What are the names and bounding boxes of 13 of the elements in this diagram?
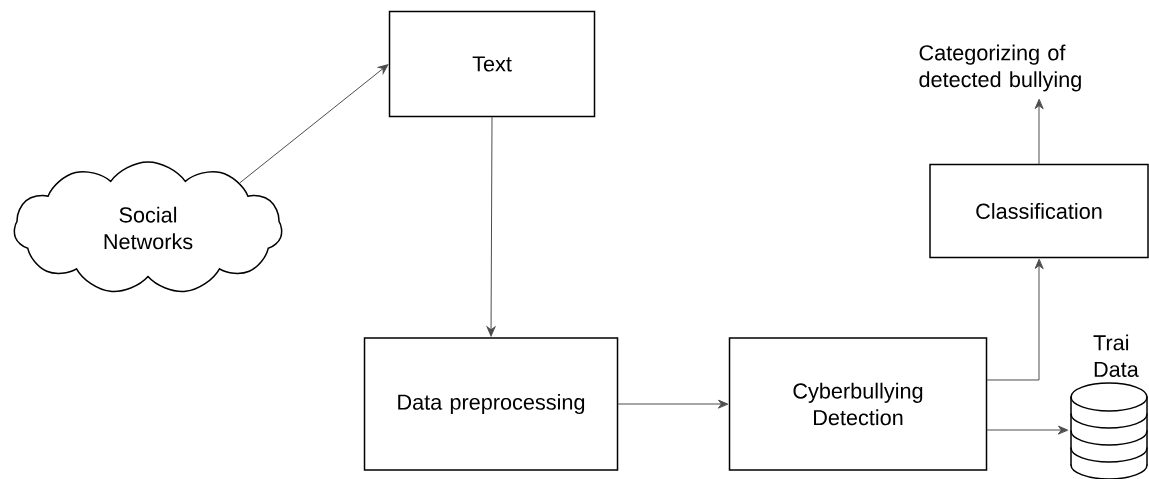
process-box: Classification: [929, 163, 1149, 259]
arrow: [239, 64, 389, 184]
database-cylinder: Trai Data: [1070, 334, 1148, 479]
arrow: [986, 425, 1068, 435]
arrow: [617, 399, 728, 409]
arrow: [486, 116, 496, 337]
process-box: Cyberbullying Detection: [728, 337, 988, 471]
arrow: [986, 259, 1044, 381]
process-box: Text: [388, 10, 596, 118]
output-text: Categorizing of detected bullying: [919, 44, 1081, 92]
process-box: Data preprocessing: [363, 337, 619, 471]
node-label: Trai Data: [1093, 334, 1139, 377]
arrow: [1034, 99, 1044, 165]
